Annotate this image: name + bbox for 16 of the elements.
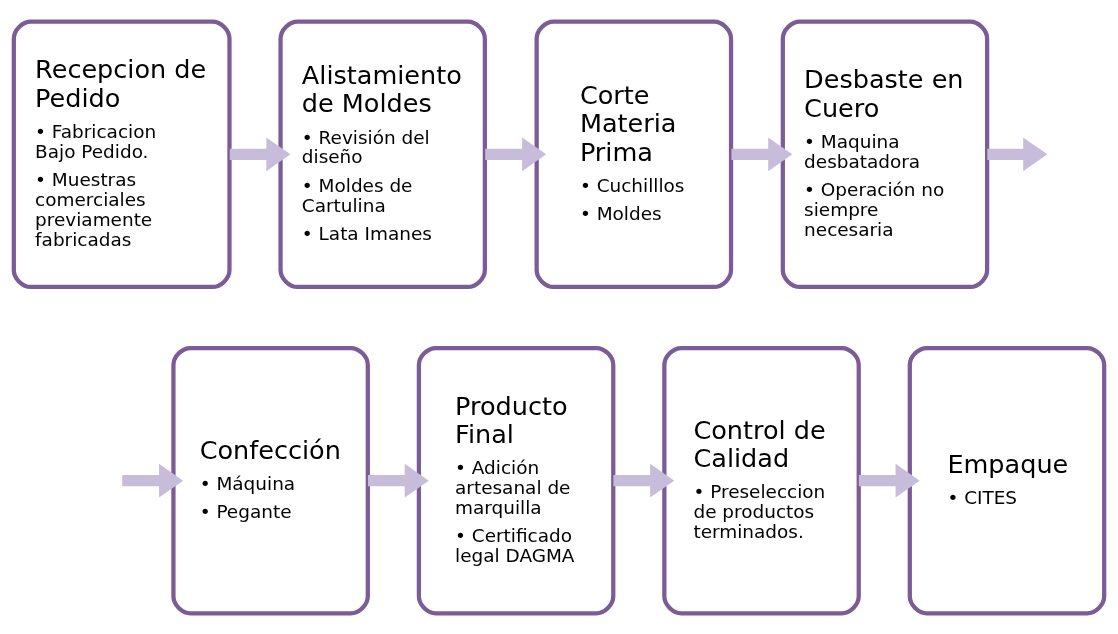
arrow (122, 463, 184, 497)
arrow (858, 463, 920, 497)
node-box: Empaque • CITES (907, 345, 1107, 615)
node-box: Confección • Máquina • Pegante (171, 345, 370, 615)
arrow (367, 463, 429, 498)
arrow (229, 137, 291, 171)
node-box: Producto Final • Adición artesanal de marquilla • Certificado legal DAGMA (416, 345, 616, 615)
node-box: Desbaste en Cuero • Maquina desbatadora • Operación no siempre necesaria (780, 19, 990, 289)
node-box: Recepcion de Pedido • Fabricacion Bajo Pedido. • Muestras comerciales previamente fabricadas (11, 19, 232, 289)
arrow (485, 136, 547, 171)
arrow (731, 136, 793, 171)
node-box: Corte Materia Prima • Cuchilllos • Moldes (534, 19, 734, 289)
arrow (987, 136, 1048, 171)
arrow (613, 463, 675, 498)
node-box: Alistamiento de Moldes • Revisión del diseño • Moldes de Cartulina • Lata Imanes (278, 19, 487, 289)
node-box: Control de Calidad • Preseleccion de productos terminados. (662, 345, 861, 615)
